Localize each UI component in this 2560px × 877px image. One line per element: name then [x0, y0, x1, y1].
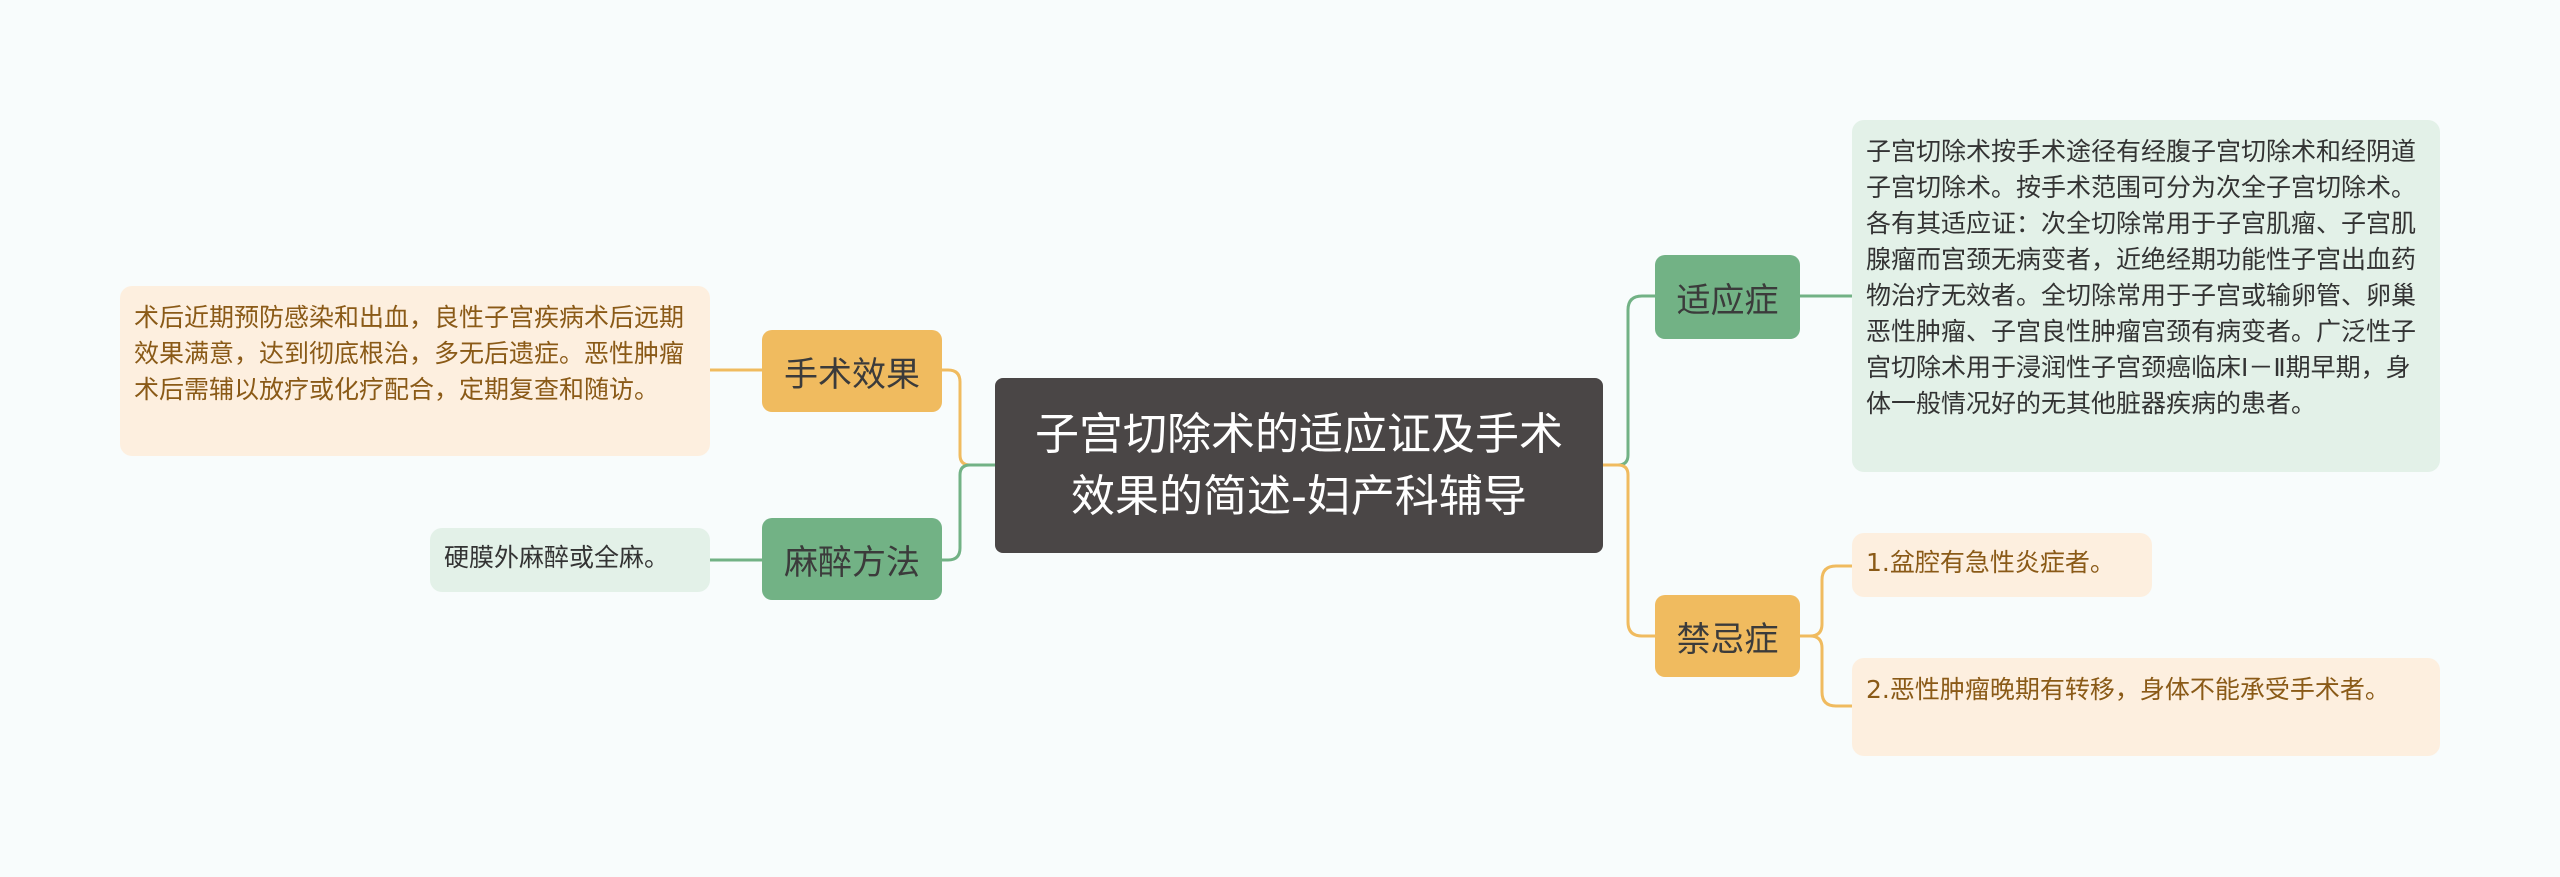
branch-surgery-effect[interactable]: 手术效果: [762, 330, 942, 412]
leaf-contra-item-1-text: 1.盆腔有急性炎症者。: [1866, 548, 2115, 577]
leaf-indications-text: 子宫切除术按手术途径有经腹子宫切除术和经阴道子宫切除术。按手术范围可分为次全子宫…: [1866, 137, 2417, 418]
leaf-surgery-effect-text: 术后近期预防感染和出血，良性子宫疾病术后远期效果满意，达到彻底根治，多无后遗症。…: [134, 303, 685, 404]
leaf-indications-detail[interactable]: 子宫切除术按手术途径有经腹子宫切除术和经阴道子宫切除术。按手术范围可分为次全子宫…: [1852, 120, 2440, 472]
link-center-surgery-effect: [942, 368, 995, 467]
central-topic[interactable]: 子宫切除术的适应证及手术效果的简述-妇产科辅导: [995, 378, 1603, 553]
branch-anesthesia-label: 麻醉方法: [784, 542, 920, 583]
leaf-anesthesia-text: 硬膜外麻醉或全麻。: [444, 543, 670, 572]
branch-indications-label: 适应症: [1676, 280, 1779, 321]
link-center-anesthesia: [942, 463, 995, 562]
leaf-contra-item-2-text: 2.恶性肿瘤晚期有转移，身体不能承受手术者。: [1866, 675, 2390, 704]
leaf-contra-item-2[interactable]: 2.恶性肿瘤晚期有转移，身体不能承受手术者。: [1852, 658, 2440, 756]
leaf-anesthesia-detail[interactable]: 硬膜外麻醉或全麻。: [430, 528, 710, 592]
link-contra-item-2: [1800, 634, 1852, 708]
branch-contraindications[interactable]: 禁忌症: [1655, 595, 1800, 677]
branch-contraindications-label: 禁忌症: [1676, 619, 1779, 660]
branch-anesthesia[interactable]: 麻醉方法: [762, 518, 942, 600]
link-center-indications: [1603, 294, 1655, 467]
link-center-contraindications: [1603, 463, 1655, 638]
link-contra-item-1: [1800, 564, 1852, 638]
leaf-surgery-effect-detail[interactable]: 术后近期预防感染和出血，良性子宫疾病术后远期效果满意，达到彻底根治，多无后遗症。…: [120, 286, 710, 456]
branch-indications[interactable]: 适应症: [1655, 255, 1800, 339]
central-topic-label: 子宫切除术的适应证及手术效果的简述-妇产科辅导: [1035, 408, 1563, 522]
branch-surgery-effect-label: 手术效果: [784, 354, 920, 395]
leaf-contra-item-1[interactable]: 1.盆腔有急性炎症者。: [1852, 533, 2152, 597]
